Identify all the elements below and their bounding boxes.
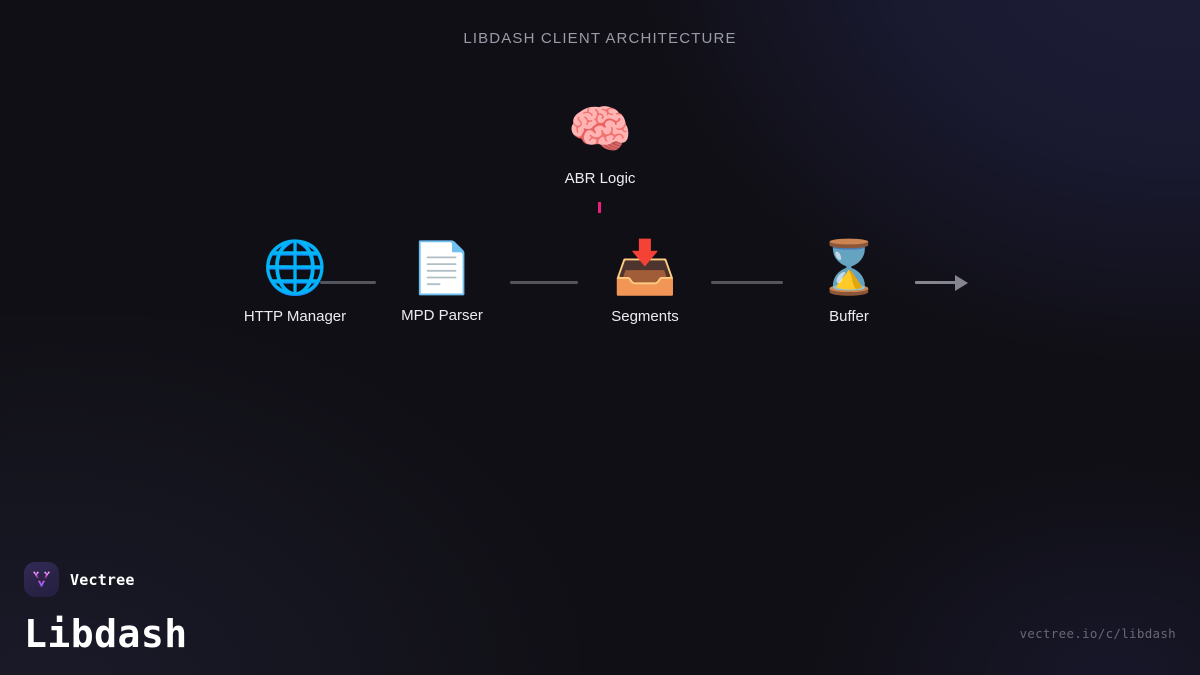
node-label-abr-logic: ABR Logic <box>564 170 636 187</box>
arrow-head-icon <box>955 275 968 291</box>
node-buffer[interactable]: ⌛ Buffer <box>769 242 929 325</box>
footer-url: vectree.io/c/libdash <box>1019 626 1176 641</box>
connector-http-to-mpd <box>320 281 376 284</box>
node-segments[interactable]: 📥 Segments <box>565 242 725 325</box>
node-label-http-manager: HTTP Manager <box>243 308 347 325</box>
node-label-buffer: Buffer <box>829 308 869 325</box>
node-label-mpd-parser: MPD Parser <box>401 307 483 324</box>
globe-icon: 🌐 <box>262 238 328 298</box>
page-title: LIBDASH CLIENT ARCHITECTURE <box>463 30 737 47</box>
inbox-tray-icon: 📥 <box>612 238 678 298</box>
connector-segments-to-buffer <box>711 281 783 284</box>
node-abr-logic[interactable]: 🧠 ABR Logic <box>520 104 680 187</box>
connector-mpd-to-segments <box>510 281 578 284</box>
product-title: Libdash <box>24 612 188 656</box>
document-icon: 📄 <box>410 239 474 297</box>
hourglass-icon: ⌛ <box>816 238 882 298</box>
vectree-logo-icon <box>24 562 59 597</box>
brand-row: Vectree <box>24 562 135 597</box>
brain-icon: 🧠 <box>567 100 633 160</box>
connector-abr-to-segments-dashed <box>598 202 601 213</box>
node-mpd-parser[interactable]: 📄 MPD Parser <box>362 243 522 324</box>
node-label-segments: Segments <box>611 308 679 325</box>
brand-name: Vectree <box>70 570 135 589</box>
node-http-manager[interactable]: 🌐 HTTP Manager <box>215 242 375 325</box>
connector-buffer-to-output <box>915 281 957 284</box>
